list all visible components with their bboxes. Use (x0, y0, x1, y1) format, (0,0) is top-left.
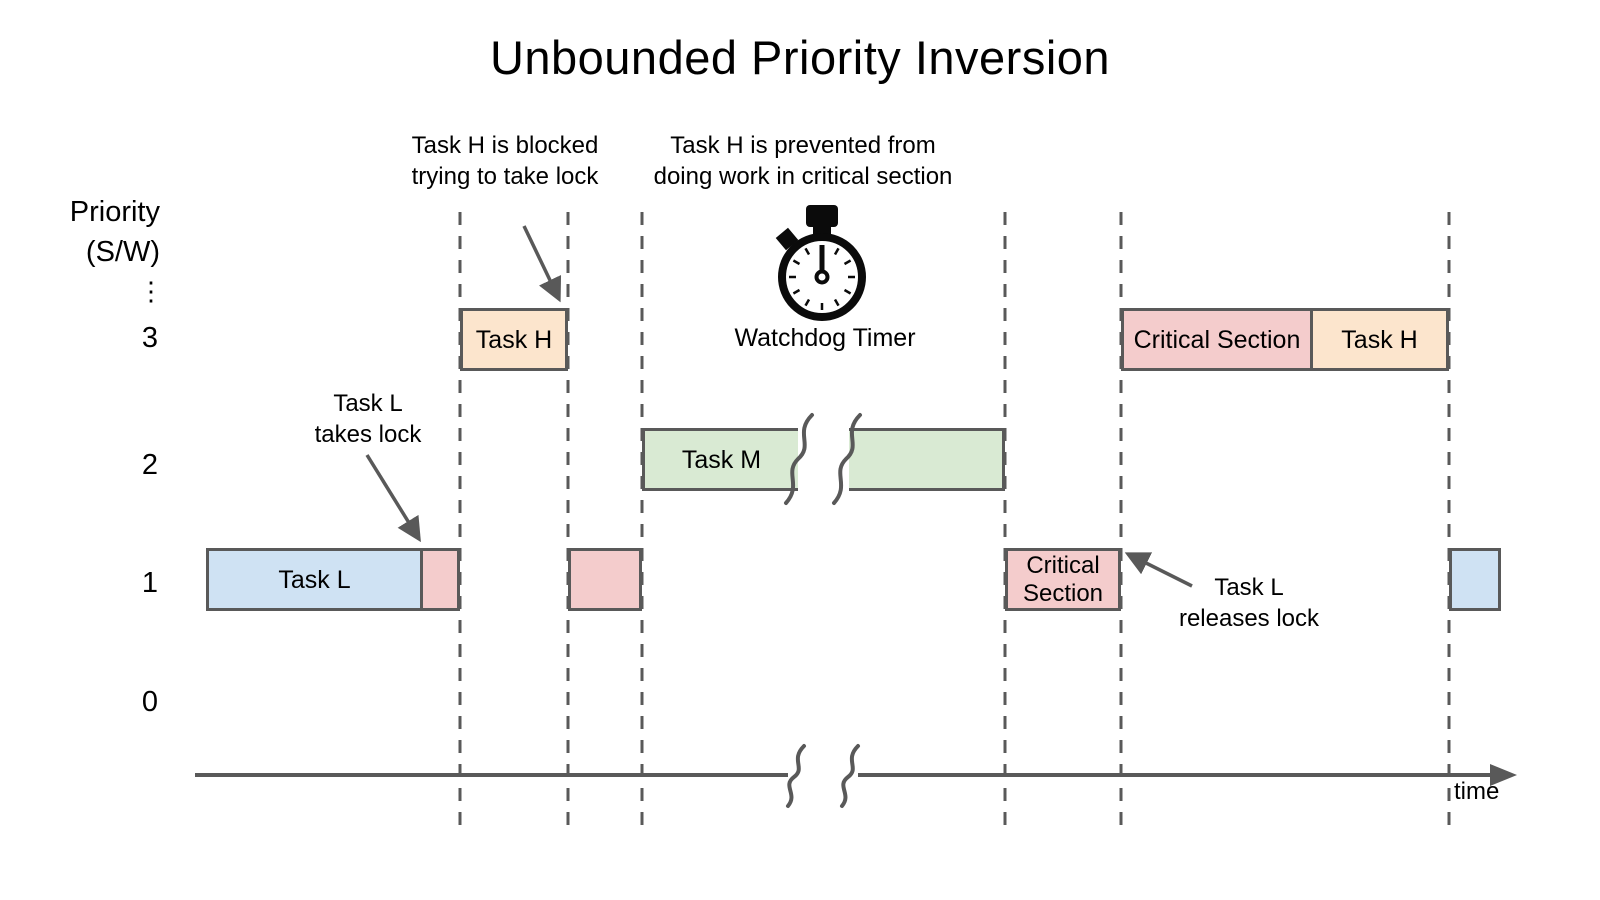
annotation-task-l-takes-lock: Task L takes lock (314, 390, 422, 448)
stopwatch-icon (775, 205, 866, 321)
axis-break-squiggle-left (786, 744, 806, 808)
box-label: Task H (475, 325, 553, 354)
task-m-break-squiggle-right (832, 413, 862, 505)
box-label: Critical Section (1022, 551, 1104, 607)
time-axis-label: time (1454, 778, 1500, 805)
box-label: Critical Section (1133, 325, 1301, 354)
priority-tick-3: 3 (141, 322, 158, 354)
y-axis-ellipsis: ⋮ (138, 276, 164, 306)
task-h-after-box: Task H (1310, 308, 1449, 371)
time-axis-arrowhead-icon (1490, 764, 1517, 786)
stopwatch-top-button (806, 205, 838, 227)
axis-break-squiggle-right (840, 744, 860, 808)
annotation-task-h-prevented: Task H is prevented from doing work in c… (653, 132, 953, 190)
task-l-lock-segment (420, 548, 460, 611)
box-label: Task L (278, 565, 351, 594)
stopwatch-hand-hub (814, 269, 830, 285)
takes-lock-arrow (365, 454, 421, 543)
priority-tick-0: 0 (141, 686, 158, 718)
stopwatch-ticks (789, 247, 855, 310)
break-squiggles (784, 413, 862, 808)
critical-section-low-box: Critical Section (1005, 548, 1121, 611)
critical-section-high-box: Critical Section (1121, 308, 1313, 371)
stopwatch-stem (813, 223, 831, 235)
priority-tick-2: 2 (141, 449, 158, 481)
task-l-box: Task L (206, 548, 423, 611)
task-m-box-after-break (849, 428, 1005, 491)
time-axis (195, 764, 1517, 786)
blocked-arrow (522, 225, 562, 303)
dashed-timelines (458, 212, 1451, 832)
box-label: Task H (1341, 325, 1418, 354)
annotation-arrows (365, 225, 1193, 588)
watchdog-timer-label: Watchdog Timer (734, 324, 916, 352)
task-l-after-box (1449, 548, 1501, 611)
releases-lock-arrow (1124, 552, 1193, 588)
task-m-box-before-break: Task M (642, 428, 798, 491)
task-h-blocked-box: Task H (460, 308, 568, 371)
priority-tick-1: 1 (141, 567, 158, 599)
annotation-task-h-blocked: Task H is blocked trying to take lock (411, 132, 599, 190)
annotation-task-l-releases-lock: Task L releases lock (1178, 574, 1320, 632)
box-label: Task M (681, 445, 762, 474)
page-title: Unbounded Priority Inversion (489, 31, 1111, 84)
y-axis-label: Priority (S/W) (69, 196, 160, 268)
task-m-break-squiggle-left (784, 413, 814, 505)
blocked-wait-box (568, 548, 642, 611)
